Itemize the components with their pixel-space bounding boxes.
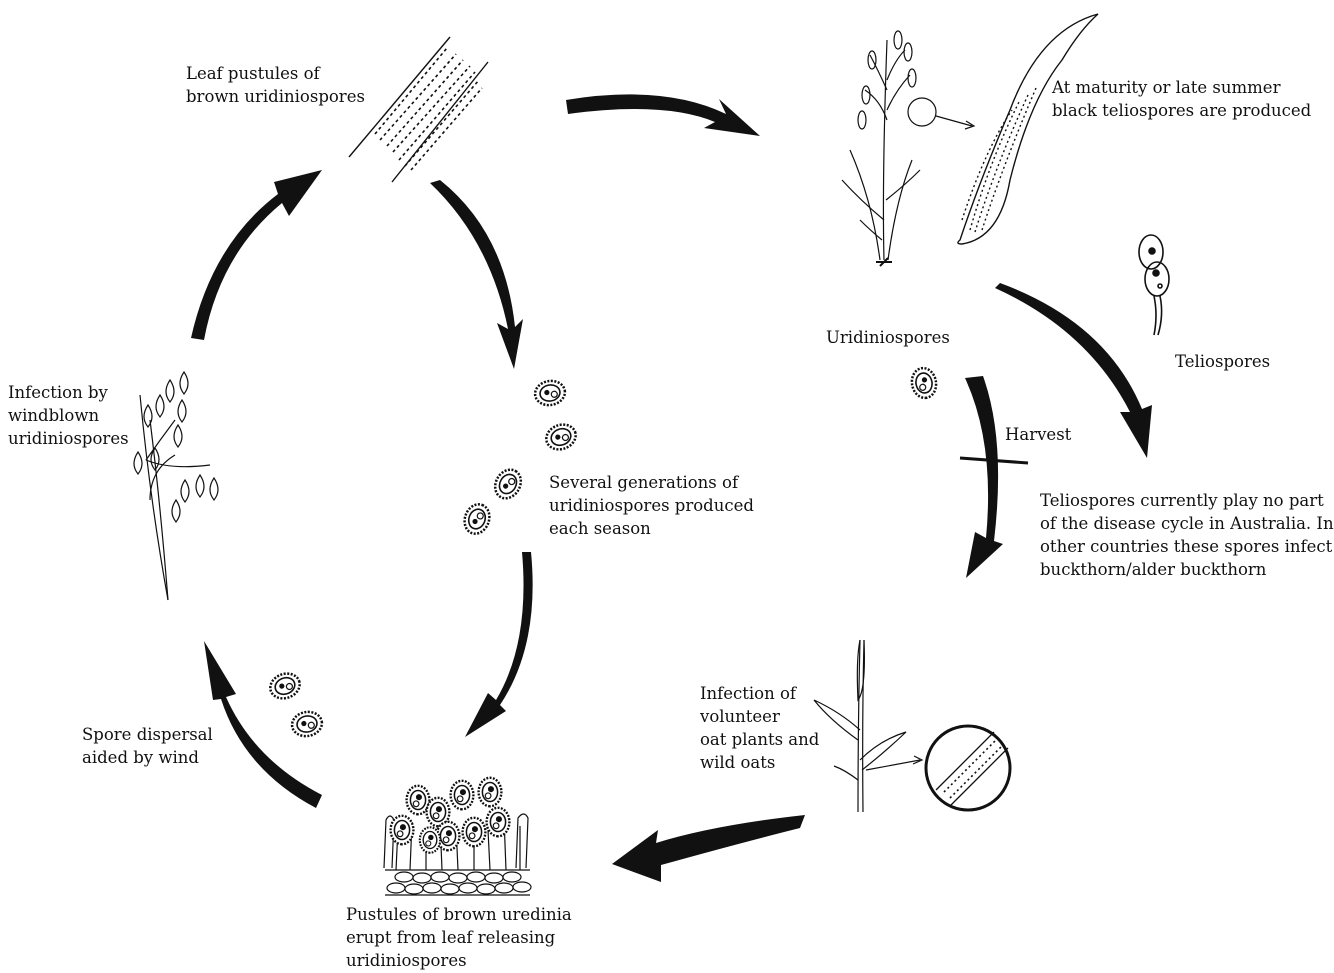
label-line: Teliospores currently play no part xyxy=(1040,491,1324,510)
arrow-top-right xyxy=(566,94,760,136)
label-harvest: Harvest xyxy=(1005,423,1071,446)
label-line: each season xyxy=(549,519,651,538)
label-line: wild oats xyxy=(700,753,776,772)
label-line: Pustules of brown uredinia xyxy=(346,905,572,924)
label-line: other countries these spores infect xyxy=(1040,537,1333,556)
label-line: Infection of xyxy=(700,684,797,703)
arrow-right-down xyxy=(995,283,1152,458)
spore-group-left xyxy=(265,668,326,740)
teliospore-drawing xyxy=(1138,234,1170,336)
label-line: Leaf pustules of xyxy=(186,64,320,83)
label-line: erupt from leaf releasing xyxy=(346,928,556,947)
label-line: oat plants and xyxy=(700,730,820,749)
label-line: uridiniospores produced xyxy=(549,496,754,515)
label-line: At maturity or late summer xyxy=(1052,78,1281,97)
label-line: of the disease cycle in Australia. In xyxy=(1040,514,1334,533)
label-line: Several generations of xyxy=(549,473,739,492)
label-maturity: At maturity or late summer black teliosp… xyxy=(1052,76,1311,122)
label-volunteer: Infection of volunteer oat plants and wi… xyxy=(700,682,819,774)
label-teliospores: Teliospores xyxy=(1175,350,1270,373)
label-line: aided by wind xyxy=(82,748,199,767)
magnified-leaf-teliospores xyxy=(957,13,1099,245)
label-line: black teliospores are produced xyxy=(1052,101,1312,120)
harvest-block-line xyxy=(959,456,1029,465)
magnified-leaf-circle xyxy=(924,724,1012,812)
label-leaf-pustules: Leaf pustules of brown uridiniospores xyxy=(186,62,365,108)
label-line: Teliospores xyxy=(1175,352,1271,371)
label-line: Harvest xyxy=(1005,425,1072,444)
label-line: brown uridiniospores xyxy=(186,87,365,106)
uredinia-drawing xyxy=(383,776,532,896)
label-line: uridiniospores xyxy=(8,429,129,448)
label-line: buckthorn/alder buckthorn xyxy=(1040,560,1267,579)
label-pustules-uredinia: Pustules of brown uredinia erupt from le… xyxy=(346,903,572,972)
arrow-bottom-left xyxy=(612,815,805,882)
arrow-top-down xyxy=(430,180,523,369)
label-line: windblown xyxy=(8,406,100,425)
arrow-left-up-lower xyxy=(204,641,322,808)
label-generations: Several generations of uridiniospores pr… xyxy=(549,471,754,540)
label-line: Spore dispersal xyxy=(82,725,213,744)
volunteer-oat-drawing xyxy=(813,639,924,813)
label-uridiniospores: Uridiniospores xyxy=(826,326,950,349)
leaf-strip-drawing xyxy=(348,36,489,183)
label-dispersal: Spore dispersal aided by wind xyxy=(82,723,213,769)
arrow-harvest-down xyxy=(965,376,1003,578)
mature-oat-plant-drawing xyxy=(841,30,976,267)
arrow-left-up xyxy=(191,170,322,340)
flowering-oat-drawing xyxy=(133,370,219,601)
label-line: volunteer xyxy=(700,707,780,726)
label-line: Infection by xyxy=(8,383,108,402)
label-teliospores-note: Teliospores currently play no part of th… xyxy=(1040,489,1334,581)
label-line: Uridiniospores xyxy=(826,328,950,347)
label-line: uridiniospores xyxy=(346,951,467,970)
spore-uridiniospore-right xyxy=(908,364,940,402)
label-infection-wind: Infection by windblown uridiniospores xyxy=(8,381,129,450)
arrow-center-down xyxy=(465,552,533,737)
